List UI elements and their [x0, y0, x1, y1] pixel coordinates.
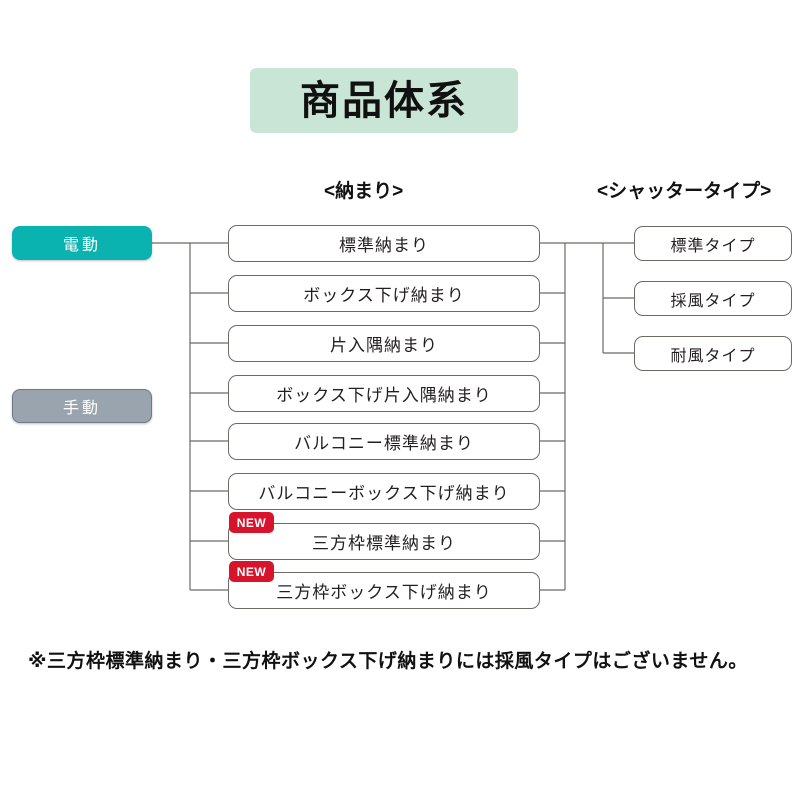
nmari-node-1-label: 標準納まり	[339, 236, 429, 255]
drive-option-manual[interactable]: 手動	[12, 389, 152, 423]
new-badge-nmari-node-8: NEW	[229, 561, 274, 582]
shutter-type-node-2[interactable]: 採風タイプ	[634, 281, 792, 316]
nmari-node-7[interactable]: 三方枠標準納まり	[228, 523, 540, 560]
shutter-type-node-1-label: 標準タイプ	[670, 237, 756, 255]
shutter-type-node-3[interactable]: 耐風タイプ	[634, 336, 792, 371]
page-title-banner: 商品体系	[250, 68, 518, 133]
shutter-type-node-3-label: 耐風タイプ	[670, 347, 756, 365]
nmari-node-4-label: ボックス下げ片入隅納まり	[276, 386, 492, 405]
column-header-nmari: <納まり>	[324, 181, 404, 202]
drive-option-manual-label: 手動	[62, 400, 101, 417]
shutter-type-node-2-label: 採風タイプ	[670, 292, 756, 310]
nmari-node-1[interactable]: 標準納まり	[228, 225, 540, 262]
new-badge-nmari-node-7: NEW	[229, 512, 274, 533]
nmari-node-4[interactable]: ボックス下げ片入隅納まり	[228, 375, 540, 412]
nmari-node-2-label: ボックス下げ納まり	[303, 286, 465, 305]
drive-option-electric[interactable]: 電動	[12, 226, 152, 260]
shutter-type-node-1[interactable]: 標準タイプ	[634, 226, 792, 261]
nmari-node-3-label: 片入隅納まり	[330, 336, 438, 355]
nmari-node-6[interactable]: バルコニーボックス下げ納まり	[228, 473, 540, 510]
footnote: ※三方枠標準納まり・三方枠ボックス下げ納まりには採風タイプはございません。	[28, 651, 748, 672]
drive-option-electric-label: 電動	[62, 237, 101, 254]
nmari-node-6-label: バルコニーボックス下げ納まり	[258, 484, 510, 503]
nmari-node-3[interactable]: 片入隅納まり	[228, 325, 540, 362]
column-header-shutter-type: <シャッタータイプ>	[597, 181, 772, 202]
nmari-node-8[interactable]: 三方枠ボックス下げ納まり	[228, 572, 540, 609]
nmari-node-2[interactable]: ボックス下げ納まり	[228, 275, 540, 312]
page-title: 商品体系	[300, 78, 468, 123]
nmari-node-8-label: 三方枠ボックス下げ納まり	[276, 583, 492, 602]
nmari-node-5[interactable]: バルコニー標準納まり	[228, 423, 540, 460]
nmari-node-5-label: バルコニー標準納まり	[294, 434, 474, 453]
nmari-node-7-label: 三方枠標準納まり	[312, 534, 456, 553]
